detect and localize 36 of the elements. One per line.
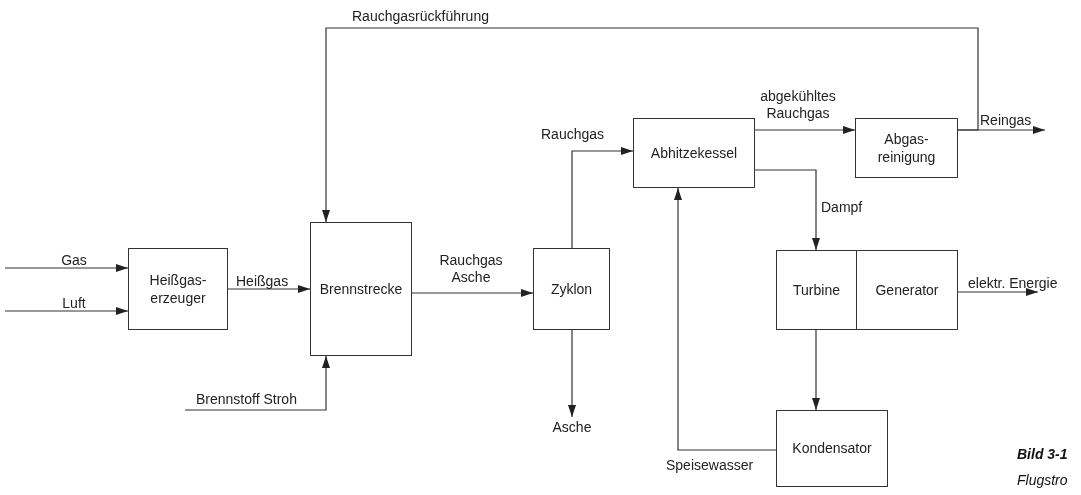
edge-label: elektr. Energie bbox=[968, 275, 1058, 292]
edge-label: Brennstoff Stroh bbox=[196, 391, 297, 408]
process-box: Heißgas-erzeuger bbox=[128, 248, 228, 330]
edge-label: Dampf bbox=[821, 199, 863, 216]
process-box: Kondensator bbox=[776, 410, 888, 487]
edge-label: Rauchgas bbox=[541, 126, 605, 143]
process-box: Brennstrecke bbox=[310, 222, 412, 356]
arrow bbox=[322, 27, 979, 223]
edge-label: Gas bbox=[60, 252, 88, 269]
caption-text: Flugstro bbox=[1017, 472, 1068, 488]
arrow bbox=[184, 355, 330, 411]
edge-label: Rauchgas Asche bbox=[438, 252, 504, 286]
arrow bbox=[957, 288, 1039, 296]
process-box: Abhitzekessel bbox=[633, 118, 755, 188]
edge-label: Heißgas bbox=[236, 273, 289, 290]
arrow bbox=[571, 147, 634, 249]
node-text: Asche bbox=[546, 417, 598, 437]
edge-label: Reingas bbox=[980, 112, 1032, 129]
arrow bbox=[4, 307, 129, 315]
edge-label: abgekühltes Rauchgas bbox=[759, 88, 837, 122]
arrow bbox=[4, 264, 129, 272]
process-box: Zyklon bbox=[533, 248, 610, 330]
arrow bbox=[754, 126, 856, 134]
edge-label: Luft bbox=[61, 295, 87, 312]
process-box: Turbine bbox=[776, 250, 857, 330]
arrow bbox=[754, 169, 820, 251]
arrow bbox=[227, 285, 311, 293]
arrow bbox=[568, 329, 576, 418]
arrow bbox=[812, 329, 820, 411]
process-box: Abgas-reinigung bbox=[855, 118, 958, 178]
process-box: Generator bbox=[856, 250, 958, 330]
edge-label: Speisewasser bbox=[666, 457, 754, 474]
edge-label: Rauchgasrückführung bbox=[352, 8, 489, 25]
caption-text: Bild 3-1 bbox=[1017, 446, 1068, 462]
arrow bbox=[411, 289, 534, 297]
arrow bbox=[674, 187, 777, 451]
